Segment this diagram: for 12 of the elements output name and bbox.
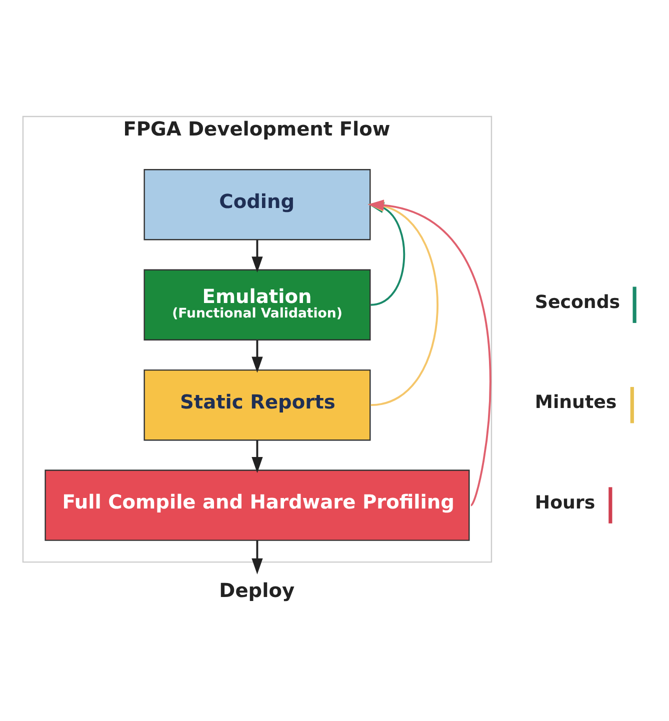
label: Seconds xyxy=(534,291,620,312)
node-box: Coding xyxy=(144,168,371,240)
node-box: Full Compile and Hardware Profiling xyxy=(44,469,470,540)
node-text: Deploy xyxy=(219,578,295,602)
node-box: Emulation (Functional Validation) xyxy=(144,268,371,340)
arrow xyxy=(252,540,263,574)
node-box: Static Reports xyxy=(144,368,371,440)
label: Hours xyxy=(534,492,596,513)
label: Minutes xyxy=(534,392,617,413)
arrow xyxy=(252,240,263,272)
arrow xyxy=(252,440,263,472)
arrow xyxy=(252,340,263,372)
